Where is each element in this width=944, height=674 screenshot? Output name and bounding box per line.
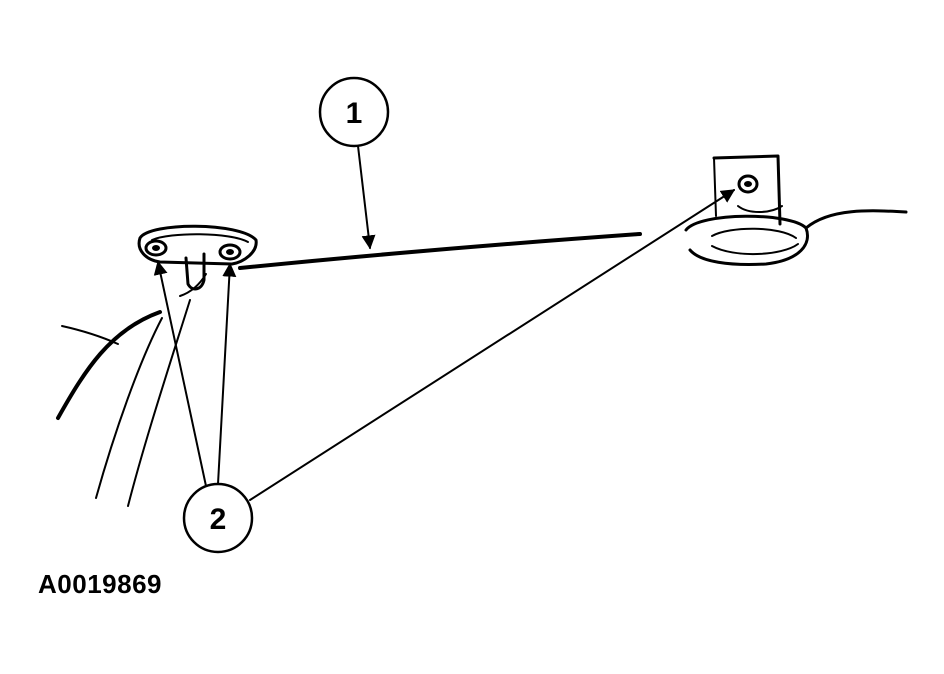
release-cable bbox=[238, 232, 642, 270]
bolt-right bbox=[218, 243, 242, 261]
leader-arrow-1 bbox=[357, 145, 376, 250]
callout-2-label: 2 bbox=[210, 503, 227, 536]
bolt-left bbox=[144, 239, 168, 257]
body-panel-lines bbox=[56, 299, 191, 507]
leader-arrow-2c bbox=[249, 189, 736, 501]
bolt-bracket bbox=[737, 174, 759, 194]
callout-1: 1 bbox=[318, 76, 390, 250]
leader-arrow-2b bbox=[217, 262, 237, 485]
cable-bracket-right bbox=[684, 154, 908, 266]
figure-reference-code: A0019869 bbox=[38, 569, 162, 599]
leader-arrow-2a bbox=[153, 260, 207, 487]
latch-bracket bbox=[137, 224, 258, 297]
callout-2: 2 bbox=[153, 189, 736, 554]
callout-1-label: 1 bbox=[346, 97, 363, 130]
